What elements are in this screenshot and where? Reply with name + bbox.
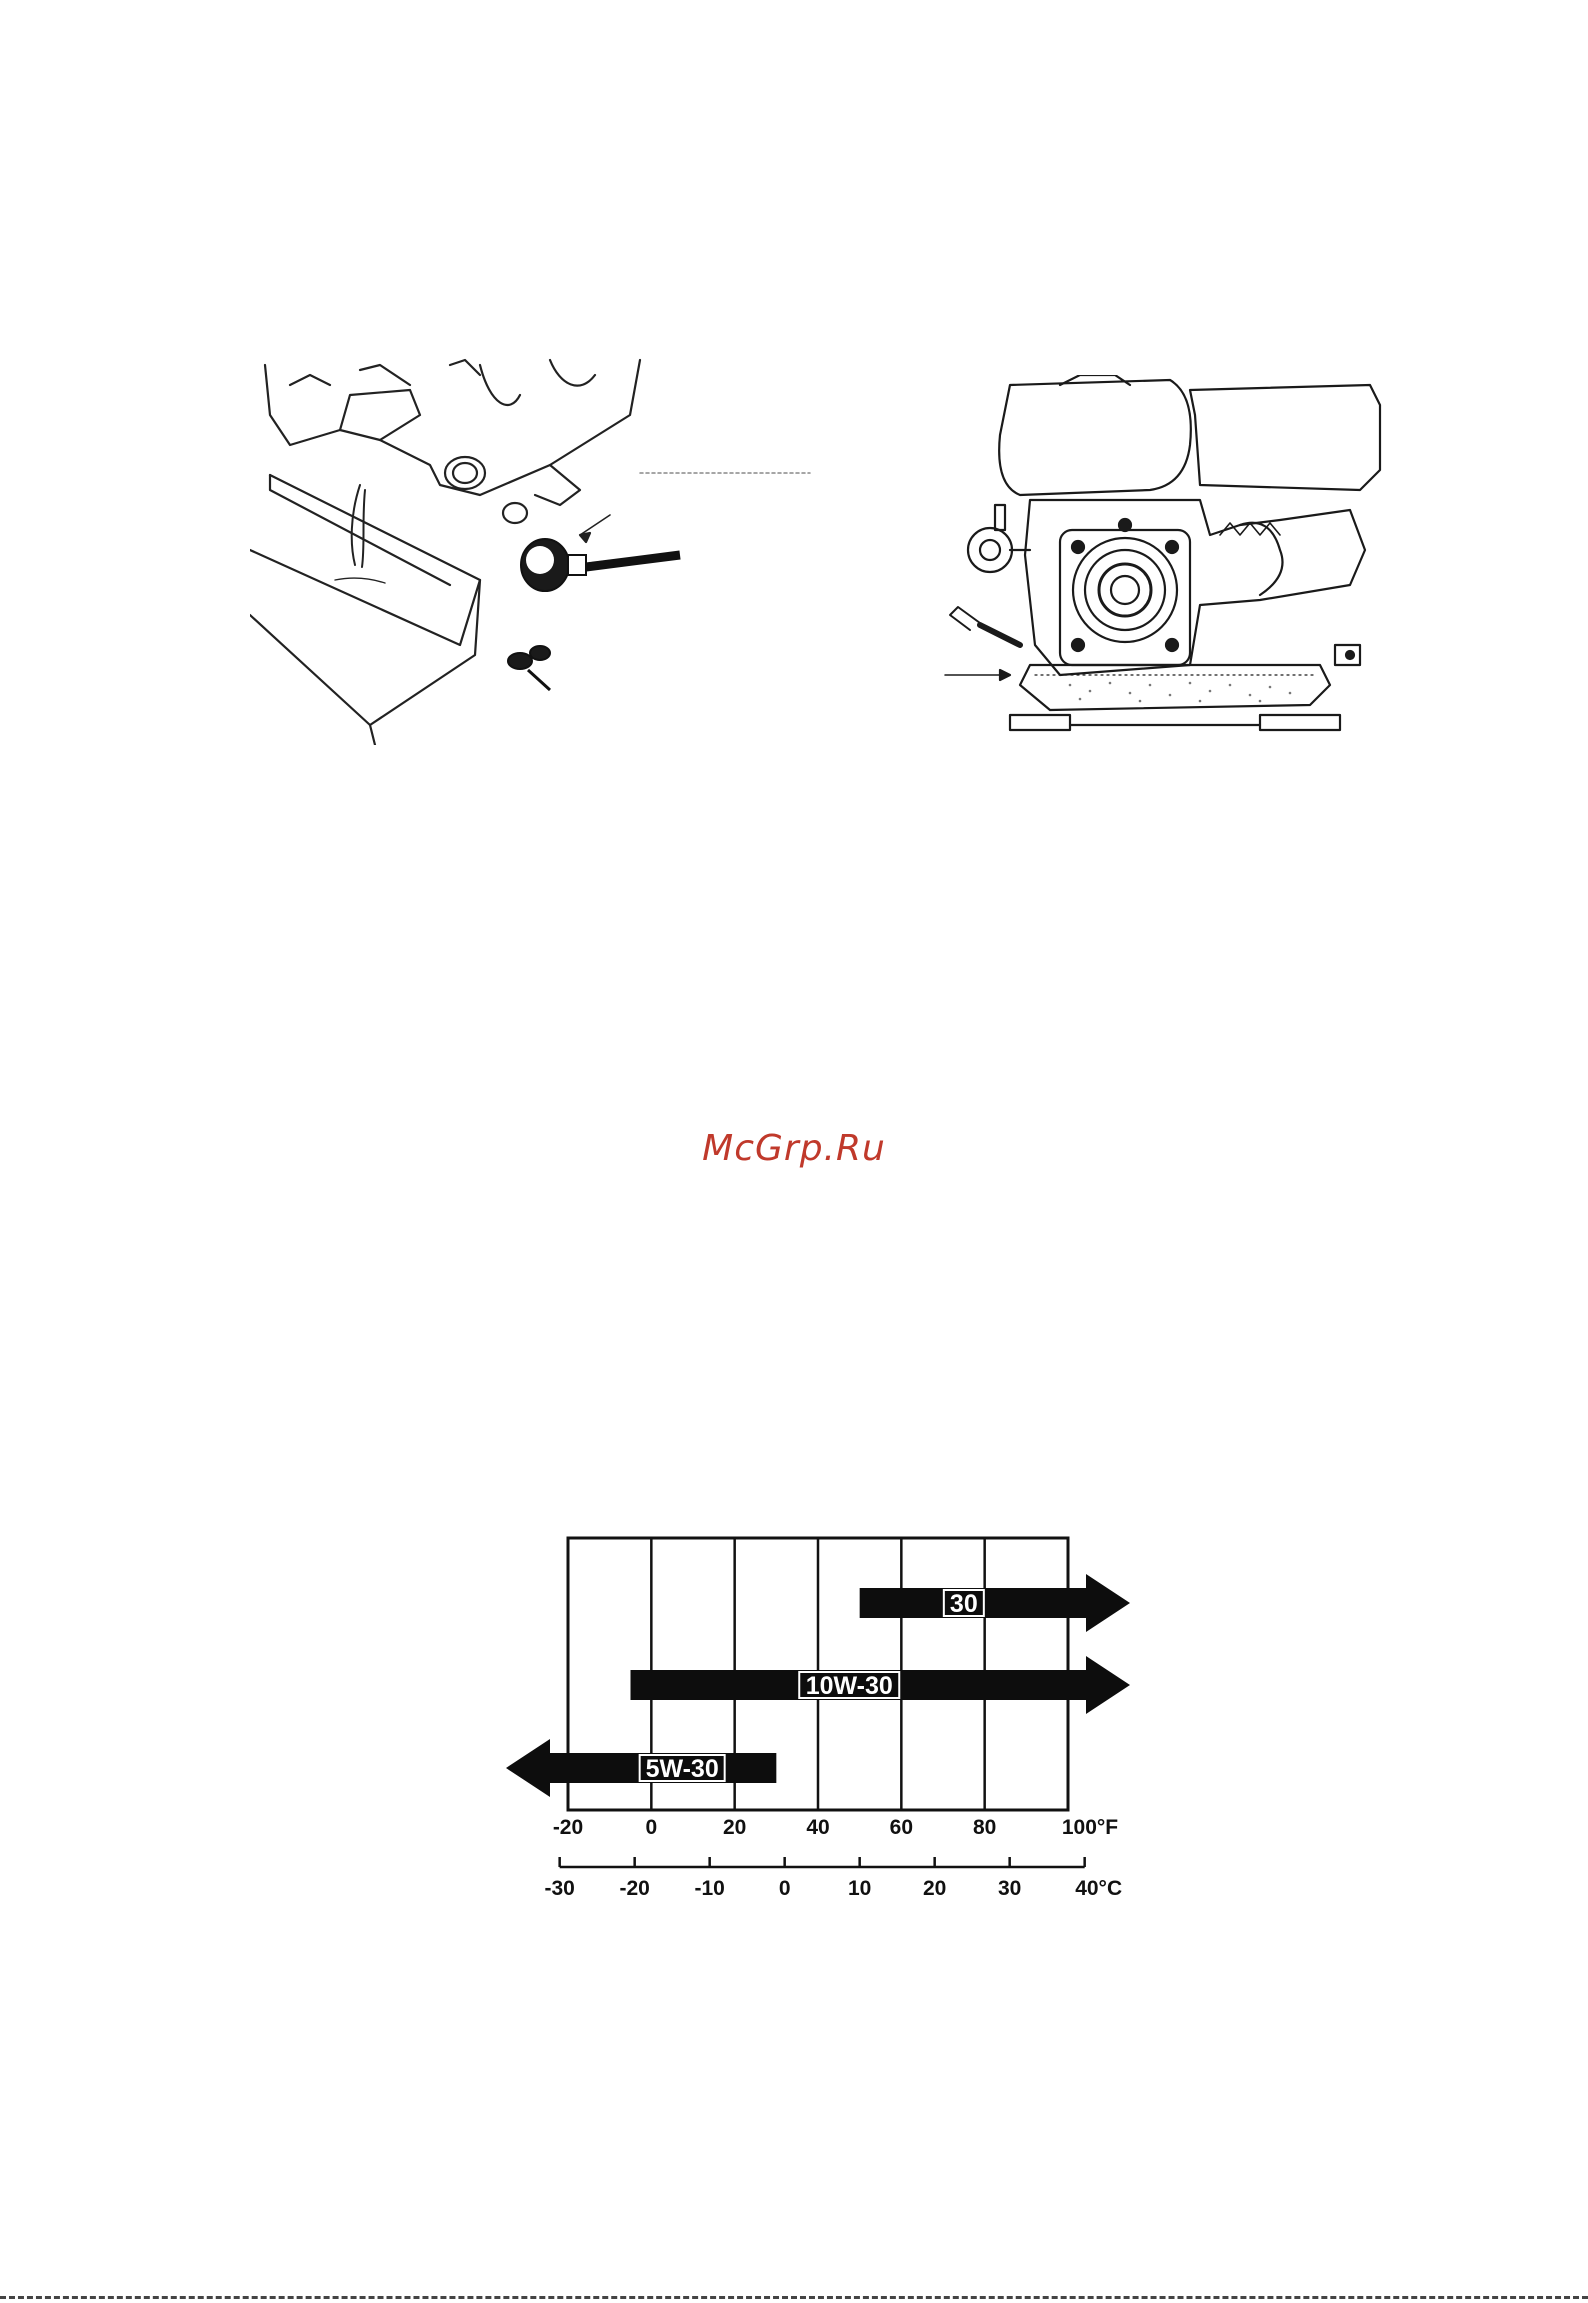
celsius-tick-label: 0 xyxy=(779,1877,791,1900)
bar-label: 10W-30 xyxy=(806,1672,893,1700)
fahrenheit-tick-label: 60 xyxy=(890,1816,913,1839)
drain-plug-illustration xyxy=(250,355,840,745)
celsius-tick-label: -20 xyxy=(619,1877,649,1900)
engine-oil-level-illustration xyxy=(940,375,1410,745)
celsius-tick-label: 40°C xyxy=(1075,1877,1122,1900)
celsius-axis: -30 -20 -10 0 10 20 30 40°C xyxy=(544,1857,1122,1900)
fahrenheit-tick-label: 40 xyxy=(806,1816,829,1839)
viscosity-chart: 30 10W-30 5W-30 -20 0 20 40 60 80 100°F -30 -20 -1… xyxy=(500,1520,1180,1950)
bar-label: 30 xyxy=(950,1590,978,1618)
fahrenheit-tick-label: 80 xyxy=(973,1816,996,1839)
celsius-tick-label: -10 xyxy=(694,1877,724,1900)
fahrenheit-tick-label: 100°F xyxy=(1062,1816,1118,1839)
celsius-tick-label: 30 xyxy=(998,1877,1021,1900)
fahrenheit-tick-label: 0 xyxy=(645,1816,657,1839)
celsius-tick-label: -30 xyxy=(544,1877,574,1900)
celsius-tick-label: 20 xyxy=(923,1877,946,1900)
page-bottom-border xyxy=(0,2296,1588,2299)
celsius-tick-label: 10 xyxy=(848,1877,871,1900)
fahrenheit-tick-label: -20 xyxy=(553,1816,583,1839)
fahrenheit-tick-label: 20 xyxy=(723,1816,746,1839)
watermark-text: McGrp.Ru xyxy=(0,1128,1588,1169)
fahrenheit-axis: -20 0 20 40 60 80 100°F xyxy=(553,1816,1118,1839)
bar-label: 5W-30 xyxy=(646,1755,719,1783)
